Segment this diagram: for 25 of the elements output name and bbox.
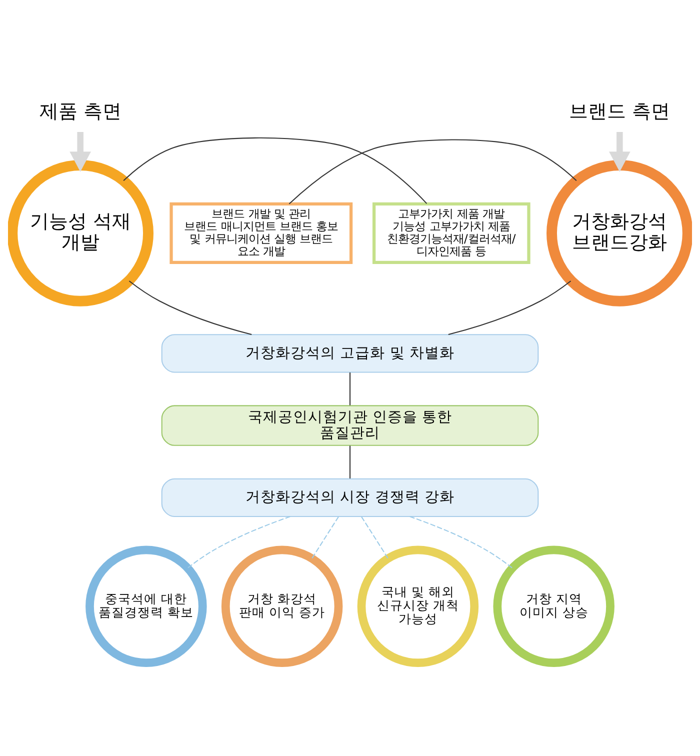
node-circle: 중국석에 대한 품질경쟁력 확보 xyxy=(86,545,207,666)
connector xyxy=(349,372,351,405)
connector xyxy=(187,516,290,568)
arrow xyxy=(70,131,91,172)
arrow xyxy=(609,131,630,172)
node-box: 고부가가치 제품 개발 기능성 고부가가치 제품 친환경기능석재/컬러석재/ 디자인제품 등 xyxy=(372,202,530,264)
connector xyxy=(312,516,339,558)
node-box: 브랜드 개발 및 관리 브랜드 매니지먼트 브랜드 홍보 및 커뮤니케이션 실행 브랜드 요소 개발 xyxy=(170,202,353,264)
connector xyxy=(349,445,351,478)
connector xyxy=(288,138,577,204)
node-circle: 거창 화강석 판매 이익 증가 xyxy=(221,545,343,666)
node-circle: 국내 및 해외 신규시장 개척 가능성 xyxy=(357,545,479,666)
connector xyxy=(410,516,513,568)
connector xyxy=(123,136,428,204)
node-circle: 거창화강석 브랜드강화 xyxy=(546,160,692,306)
node-box: 거창화강석의 고급화 및 차별화 xyxy=(161,334,539,372)
node-text: 브랜드 측면 xyxy=(569,101,670,122)
node-box: 거창화강석의 시장 경쟁력 강화 xyxy=(161,478,539,516)
connector xyxy=(361,516,388,558)
node-circle: 기능성 석재 개발 xyxy=(8,160,154,306)
node-box: 국제공인시험기관 인증을 통한 품질관리 xyxy=(161,404,539,446)
connector xyxy=(448,280,572,335)
node-text: 제품 측면 xyxy=(39,101,122,122)
node-circle: 거창 지역 이미지 상승 xyxy=(493,545,614,666)
connector xyxy=(128,280,252,335)
